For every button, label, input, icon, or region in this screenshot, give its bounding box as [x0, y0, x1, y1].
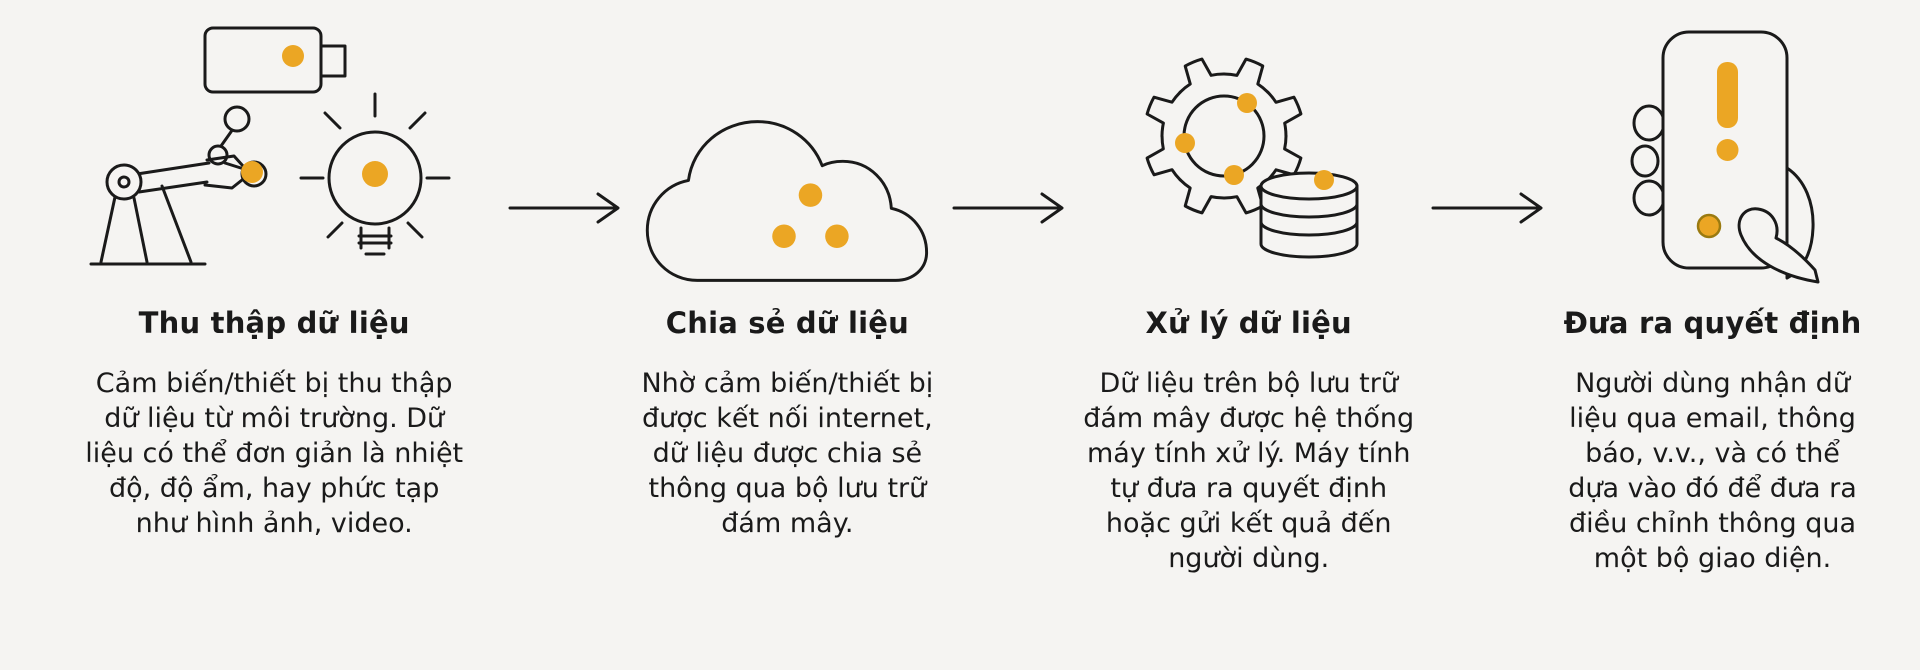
stage-process-icon-box [1124, 18, 1374, 284]
flow-arrow [506, 188, 624, 232]
hand-thumb-icon [1737, 207, 1820, 284]
right-arrow-icon [508, 192, 620, 224]
decision-illustration [1630, 30, 1820, 284]
stage-decision-icon-box [1605, 18, 1820, 284]
stage-description: Cảm biến/thiết bị thu thập dữ liệu từ mô… [85, 368, 464, 540]
stage-share-icon-box [637, 18, 937, 284]
stage-description: Dữ liệu trên bộ lưu trữ đám mây được hệ … [1083, 368, 1415, 575]
stage-description: Nhờ cảm biến/thiết bị được kết nối inter… [641, 368, 934, 540]
cloud-icon [646, 120, 929, 282]
flow-arrow [950, 188, 1068, 232]
hand-fingers-icon [1630, 104, 1666, 217]
stage-title: Thu thập dữ liệu [138, 306, 410, 340]
stage-make-decision: Đưa ra quyết định Người dùng nhận dữ liệ… [1547, 18, 1878, 577]
stage-process-data: Xử lý dữ liệu Dữ liệu trên bộ lưu trữ đá… [1068, 18, 1429, 577]
notification-dot [1696, 213, 1722, 239]
right-arrow-icon [1431, 192, 1543, 224]
cloud-illustration [646, 120, 929, 282]
processing-illustration [1136, 49, 1359, 259]
stage-title: Xử lý dữ liệu [1145, 306, 1352, 340]
right-arrow-icon [952, 192, 1064, 224]
gear-icon [1136, 49, 1311, 223]
camera-icon [203, 26, 347, 94]
lightbulb-icon [299, 92, 451, 256]
stage-description: Người dùng nhận dữ liệu qua email, thông… [1568, 368, 1857, 575]
stage-collect-data: Thu thập dữ liệu Cảm biến/thiết bị thu t… [42, 18, 506, 541]
database-icon [1259, 170, 1359, 259]
stage-title: Đưa ra quyết định [1563, 306, 1862, 340]
alert-exclamation-icon [1716, 62, 1739, 161]
stage-share-data: Chia sẻ dữ liệu Nhờ cảm biến/thiết bị đư… [624, 18, 950, 541]
stage-collect-icon-box [87, 18, 462, 284]
robot-arm-icon [89, 154, 263, 266]
flow-arrow [1429, 188, 1547, 232]
data-collection-illustration [89, 26, 451, 266]
stage-title: Chia sẻ dữ liệu [665, 306, 910, 340]
